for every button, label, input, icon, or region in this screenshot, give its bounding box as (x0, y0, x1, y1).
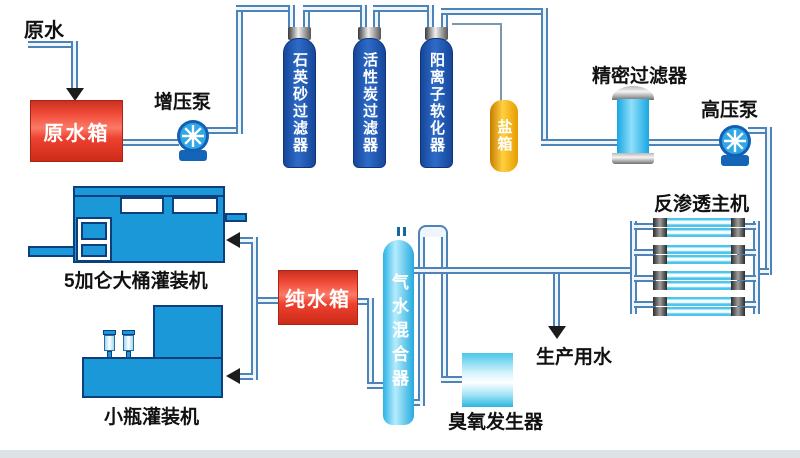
machine-line (73, 195, 225, 197)
pipe-segment (239, 373, 253, 380)
high-pressure-pump-label: 高压泵 (701, 100, 759, 121)
pipe-segment (373, 5, 380, 29)
vessel-cap (425, 27, 448, 40)
machine-panel-window (81, 222, 107, 240)
pipe-segment (367, 298, 374, 389)
gallon-filler-stub (225, 213, 247, 222)
bottle-filler-tower (153, 305, 223, 360)
machine-window (120, 197, 164, 214)
pipe-segment (360, 5, 367, 29)
pipe-segment (541, 8, 548, 143)
pipe-segment (748, 127, 772, 134)
pipe-segment (123, 139, 179, 146)
pipe-segment (755, 268, 769, 275)
gas-water-mixer-label: 气水混合器 (389, 272, 408, 393)
pipe-segment (634, 301, 656, 308)
salt-tank: 盐箱 (490, 100, 518, 172)
salt-tank-label: 盐箱 (495, 119, 513, 153)
machine-panel-window (81, 244, 107, 257)
activated-carbon-filter-label: 活性炭过滤器 (361, 52, 378, 154)
production-water-label: 生产用水 (536, 347, 613, 368)
pipe-segment (441, 8, 548, 15)
pure-water-tank: 纯水箱 (278, 270, 358, 325)
precision-filter (617, 99, 649, 155)
pipe-segment (236, 5, 295, 12)
pipe-segment (634, 223, 656, 230)
machine-window (172, 197, 218, 214)
ro-unit (653, 218, 745, 316)
pipe-segment (251, 237, 258, 380)
flow-arrow-production-water (548, 326, 566, 339)
ozone-loop-pipe (441, 234, 448, 381)
pipe-segment (258, 297, 280, 304)
pipe-segment (239, 237, 253, 244)
precision-filter-label: 精密过滤器 (592, 66, 688, 87)
pipe-segment (28, 41, 78, 48)
cation-softener: 阳离子软化器 (420, 38, 453, 168)
pipe-segment (737, 249, 756, 256)
ozone-loop-pipe (441, 376, 465, 383)
raw-water-tank-label: 原水箱 (43, 122, 110, 145)
pipe-segment (737, 275, 756, 282)
raw-water-label: 原水 (24, 20, 64, 42)
salt-feed-line (452, 23, 502, 25)
pure-water-tank-label: 纯水箱 (285, 289, 351, 311)
pipe-segment (634, 275, 656, 282)
booster-pump-label: 增压泵 (154, 92, 212, 113)
flow-arrow-gallon-filler (226, 232, 240, 248)
mixer-vent (397, 227, 400, 236)
cation-softener-label: 阳离子软化器 (428, 52, 445, 154)
pipe-segment (441, 8, 448, 29)
precision-filter-top-cap (612, 86, 654, 100)
pipe-segment (553, 274, 560, 327)
flow-arrow-raw-water (66, 88, 84, 101)
vessel-cap (288, 27, 311, 40)
pipe-segment (303, 5, 367, 12)
pipe-segment (367, 382, 385, 389)
pipe-segment (737, 301, 756, 308)
precision-filter-bottom-cap (612, 153, 654, 164)
pipe-segment (414, 267, 634, 274)
gallon-filler-foot (28, 246, 76, 257)
pipe-segment (71, 41, 78, 90)
pipe-segment (737, 223, 756, 230)
ro-manifold-right (753, 221, 760, 314)
booster-pump-icon (177, 120, 209, 161)
pipe-segment (634, 249, 656, 256)
bottle-icon (103, 330, 116, 358)
quartz-sand-filter-label: 石英砂过滤器 (291, 52, 308, 154)
gas-water-mixer: 气水混合器 (383, 240, 414, 425)
mixer-vent (403, 227, 406, 236)
activated-carbon-filter: 活性炭过滤器 (353, 38, 386, 168)
high-pressure-pump-icon (719, 125, 751, 166)
bottle-icon (122, 330, 135, 358)
pipe-segment (236, 5, 243, 134)
pipe-segment (288, 5, 295, 29)
pipe-segment (202, 127, 243, 134)
ozone-loop-pipe (418, 234, 425, 406)
pipe-segment (358, 298, 374, 305)
pipe-segment (303, 5, 310, 29)
pipe-segment (373, 5, 434, 12)
ozone-loop-pipe (409, 399, 420, 406)
salt-feed-line (500, 23, 502, 101)
ozone-generator-label: 臭氧发生器 (448, 412, 544, 433)
ozone-loop-pipe (418, 225, 448, 237)
ro-main-unit-label: 反渗透主机 (654, 194, 750, 215)
ro-manifold-left (630, 221, 637, 314)
quartz-sand-filter: 石英砂过滤器 (283, 38, 316, 168)
pipe-segment (427, 5, 434, 29)
raw-water-tank: 原水箱 (30, 100, 123, 162)
vessel-cap (358, 27, 381, 40)
five-gallon-filler-label: 5加仑大桶灌装机 (64, 271, 208, 292)
bottom-band (0, 450, 800, 458)
flow-arrow-bottle-filler (226, 368, 240, 384)
bottle-filler-base (82, 357, 223, 398)
small-bottle-filler-label: 小瓶灌装机 (104, 407, 200, 428)
pipe-segment (765, 127, 772, 275)
ozone-generator (462, 353, 513, 407)
